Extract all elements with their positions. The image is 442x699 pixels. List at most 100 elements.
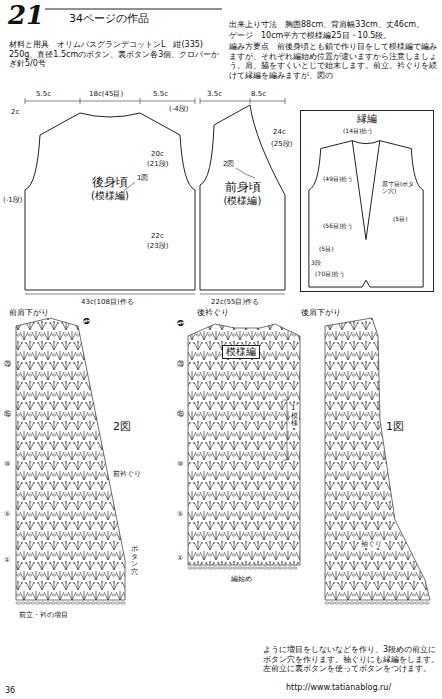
chain-stitch <box>86 602 90 604</box>
dimension: 43c(108目)作る <box>80 298 135 306</box>
chain-stitch <box>258 567 262 569</box>
row-number: ① <box>176 554 184 562</box>
chart-heading: 前肩下がり <box>8 308 50 318</box>
back-body-piece: 後身頃(模様編) <box>25 105 195 290</box>
chain-stitch <box>228 567 232 569</box>
chain-stitch <box>76 602 80 604</box>
chain-stitch <box>81 602 85 604</box>
chain-stitch <box>91 602 95 604</box>
chart-ref: 2図 <box>112 420 132 433</box>
chain-stitch <box>380 602 384 604</box>
stitch-note: (模様編) <box>200 195 285 208</box>
chain-stitch <box>293 567 297 569</box>
materials-note: 材料と用具 オリムパスグランデコットンL 紺(335) 250g、直径1.5cm… <box>8 40 222 69</box>
row-count: 3段 <box>310 259 322 266</box>
row-count: (25段) <box>270 140 293 148</box>
chain-stitch <box>385 602 389 604</box>
chain-stitch <box>218 567 222 569</box>
pick-up-count: (70目)拾う <box>314 270 346 277</box>
stitch-count: (5目) <box>318 245 335 252</box>
row-number: ⑤ <box>3 510 11 518</box>
row-count: (-1段) <box>2 196 23 204</box>
chain-stitch <box>360 602 364 604</box>
finishing-note: ように増目をしないなどを作り、3段めの前立にボタン穴を作ります。袖ぐりにも縁編を… <box>262 645 440 674</box>
chain-stitch <box>243 567 247 569</box>
chain-stitch <box>340 602 344 604</box>
pick-up-count: (56目)拾う <box>322 222 354 229</box>
dimension: 22c(55目)作る <box>210 298 260 306</box>
dimension: 5.5c <box>35 90 52 98</box>
chain-stitch <box>116 602 120 604</box>
row-count: (-4段) <box>168 105 189 113</box>
watermark: http://www.tatianablog.ru/ <box>285 683 392 693</box>
row-count: (23段) <box>146 242 169 250</box>
chain-stitch <box>16 602 20 604</box>
chain-stitch <box>253 567 257 569</box>
chain-stitch <box>238 567 242 569</box>
method-note: 編み方要点 前後身頃とも鎖で作り目をして模様編で編みますが、それぞれ編始め位置が… <box>228 42 442 80</box>
chain-stitch <box>61 602 65 604</box>
chain-stitch <box>46 602 50 604</box>
chain-stitch <box>345 602 349 604</box>
chart-ref: 2図 <box>222 160 235 168</box>
chart-heading: 後肩下がり <box>300 308 342 318</box>
row-number: ⑳ <box>176 360 185 368</box>
size-note: 出来上り寸法 胸囲88cm、背肩幅33cm、丈46cm。 <box>228 20 442 30</box>
gauge-note: ゲージ 10cm平方で模様編25目・10.5段。 <box>228 31 442 41</box>
stitch-count: (5目) <box>392 215 409 222</box>
chain-stitch <box>390 602 394 604</box>
row-number: ㉕ <box>82 318 91 326</box>
page-ref: 34ページの作品 <box>68 12 150 25</box>
chain-stitch <box>106 602 110 604</box>
chain-stitch <box>400 602 404 604</box>
piece-name: 後身頃 <box>25 175 195 190</box>
chain-stitch <box>268 567 272 569</box>
chart-heading: 前衿ぐり <box>112 470 142 478</box>
chain-stitch <box>283 567 287 569</box>
piece-name: 縁編 <box>301 113 433 126</box>
chain-stitch <box>330 602 334 604</box>
chain-stitch <box>203 567 207 569</box>
chain-stitch <box>395 602 399 604</box>
chart-note: ボタン穴 <box>130 546 139 577</box>
chain-stitch <box>66 602 70 604</box>
row-number: ⑩ <box>3 460 11 468</box>
chain-stitch <box>96 602 100 604</box>
dimension: 8.5c <box>250 90 267 98</box>
chain-stitch <box>36 602 40 604</box>
chart-heading: 袖ぐり <box>360 540 383 548</box>
chain-stitch <box>26 602 30 604</box>
page-number: 36 <box>4 686 16 696</box>
dimension: 5.5c <box>152 90 169 98</box>
chain-stitch <box>41 602 45 604</box>
chain-stitch <box>51 602 55 604</box>
chain-stitch <box>288 567 292 569</box>
row-number: ⑤ <box>176 510 184 518</box>
chain-stitch <box>198 567 202 569</box>
row-number: ① <box>3 556 11 564</box>
row-number: ⑳ <box>3 360 12 368</box>
chain-stitch <box>31 602 35 604</box>
row-number: ⑮ <box>176 410 185 418</box>
chain-stitch <box>223 567 227 569</box>
chain-stitch <box>56 602 60 604</box>
chart-title: 模様編 <box>222 345 260 359</box>
pick-up-count: (49目)拾う <box>322 175 354 182</box>
chain-stitch <box>101 602 105 604</box>
row-count: (21段) <box>146 160 169 168</box>
chain-stitch <box>350 602 354 604</box>
chain-stitch <box>355 602 359 604</box>
chain-stitch <box>278 567 282 569</box>
chain-stitch <box>21 602 25 604</box>
row-number: ⑩ <box>176 460 184 468</box>
chain-stitch <box>420 602 424 604</box>
chain-stitch <box>325 602 329 604</box>
dimension: 3.5c <box>206 90 223 98</box>
pick-up-count: (14目)拾う <box>342 127 374 134</box>
chain-stitch <box>111 602 115 604</box>
pattern-number: 21 <box>8 0 44 30</box>
row-number: ㉕ <box>176 320 185 328</box>
chain-stitch <box>193 567 197 569</box>
